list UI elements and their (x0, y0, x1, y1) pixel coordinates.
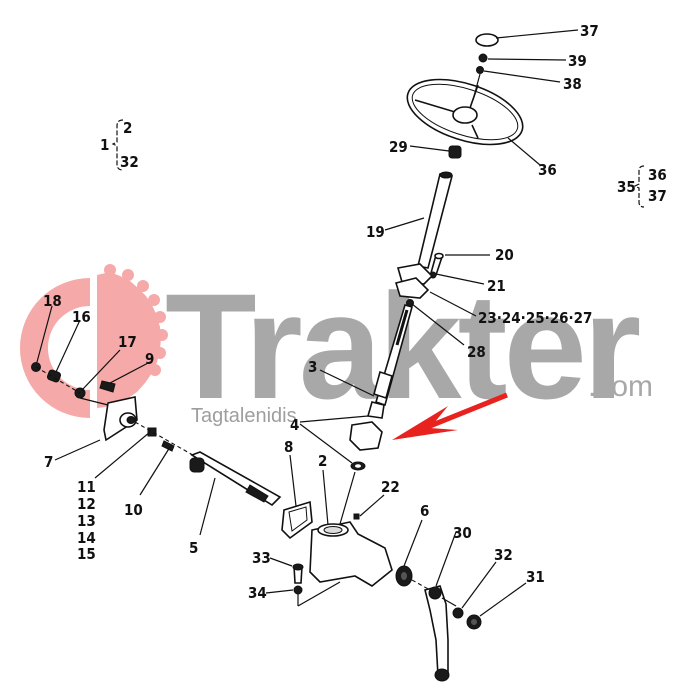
label-part-17: 17 (118, 333, 137, 351)
plug-part-22 (353, 513, 360, 520)
watermark-domain: .com (588, 370, 653, 403)
label-part-9: 9 (145, 350, 154, 368)
label-part-21: 21 (487, 277, 506, 295)
label-part-7: 7 (44, 453, 53, 471)
label-part-38: 38 (563, 75, 582, 93)
label-part-15: 15 (77, 545, 96, 563)
label-group-35-last: 37 (648, 187, 667, 205)
label-part-37: 37 (580, 22, 599, 40)
label-group-35-first: 36 (648, 166, 667, 184)
label-part-5: 5 (189, 539, 198, 557)
label-part-2: 2 (318, 452, 327, 470)
label-part-19: 19 (366, 223, 385, 241)
group-bracket-35 (633, 165, 645, 208)
label-part-30: 30 (453, 524, 472, 542)
label-part-34: 34 (248, 584, 267, 602)
horn-cap-part (475, 33, 499, 47)
spring-part-10 (161, 440, 175, 452)
label-part-22: 22 (381, 478, 400, 496)
label-part-36: 36 (538, 161, 557, 179)
label-group-1-last: 32 (120, 153, 139, 171)
label-part-4: 4 (290, 416, 299, 434)
logo-gear-shape (97, 272, 161, 408)
leader-lines (36, 29, 579, 617)
label-part-12: 12 (77, 495, 96, 513)
label-part-16: 16 (72, 308, 91, 326)
washer-part-38 (476, 66, 484, 74)
label-part-14: 14 (77, 529, 96, 547)
label-part-39: 39 (568, 52, 587, 70)
label-part-18: 18 (43, 292, 62, 310)
watermark-subtitle: Tagtalenidis (191, 405, 297, 427)
label-group-1-first: 2 (123, 119, 132, 137)
label-part-29: 29 (389, 138, 408, 156)
label-part-6: 6 (420, 502, 429, 520)
watermark-logo (19, 264, 168, 418)
part-labels: 1 2 32 35 36 37 37 39 38 36 29 19 20 21 … (43, 22, 667, 602)
label-part-33: 33 (252, 549, 271, 567)
label-part-31: 31 (526, 568, 545, 586)
gasket-part-8 (281, 500, 313, 540)
logo-c-shape (19, 277, 90, 418)
steering-box-housing-part-2 (309, 521, 393, 587)
nut-part-39 (478, 53, 488, 63)
label-part-8: 8 (284, 438, 293, 456)
label-group-35: 35 (617, 178, 636, 196)
red-arrow (392, 392, 508, 440)
label-part-13: 13 (77, 512, 96, 530)
nut-part-29 (448, 145, 462, 159)
label-parts-23-27: 23·24·25·26·27 (478, 309, 592, 327)
label-part-3: 3 (308, 358, 317, 376)
steering-wheel (406, 78, 524, 146)
label-part-10: 10 (124, 501, 143, 519)
seal-part-11 (147, 427, 157, 437)
label-part-32: 32 (494, 546, 513, 564)
label-part-28: 28 (467, 343, 486, 361)
label-group-1: 1 (100, 136, 109, 154)
lock-washer-part-32 (452, 607, 464, 619)
universal-joint (349, 421, 383, 451)
washer-part-34 (293, 585, 303, 595)
flange-plate (396, 263, 434, 285)
label-part-11: 11 (77, 478, 96, 496)
label-part-20: 20 (495, 246, 514, 264)
group-bracket-1 (111, 119, 124, 171)
